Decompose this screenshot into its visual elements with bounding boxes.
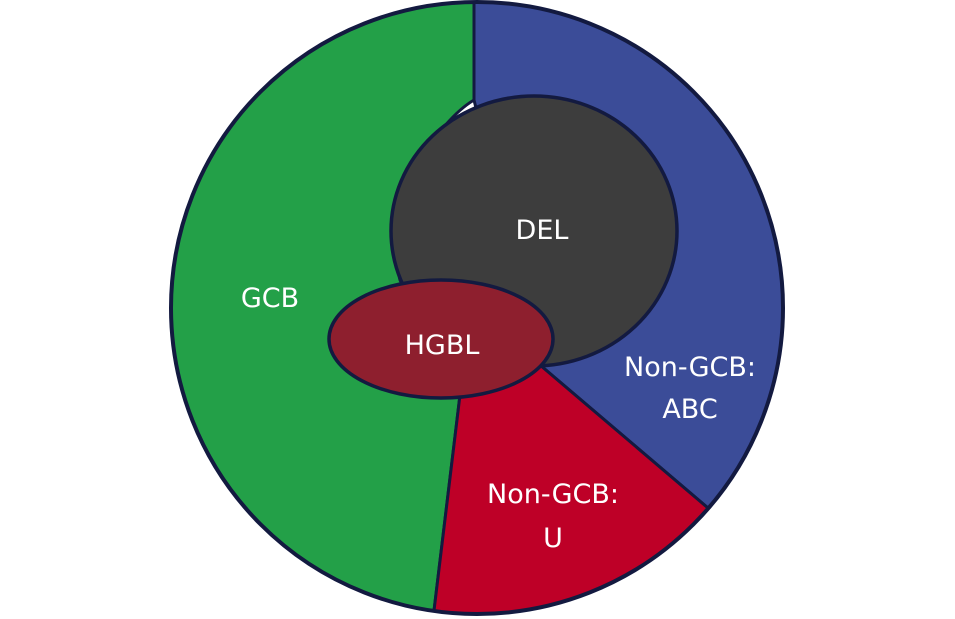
del-label: DEL — [516, 215, 569, 246]
hgbl-label: HGBL — [405, 330, 480, 361]
u-label-line1: Non-GCB: — [487, 479, 619, 510]
abc-label-line1: Non-GCB: — [624, 352, 756, 383]
gcb-label: GCB — [241, 283, 299, 314]
abc-label-line2: ABC — [662, 394, 717, 425]
hgbl-region — [327, 278, 555, 400]
u-label-line2: U — [543, 523, 563, 554]
outer-circle-outline — [169, 0, 785, 616]
